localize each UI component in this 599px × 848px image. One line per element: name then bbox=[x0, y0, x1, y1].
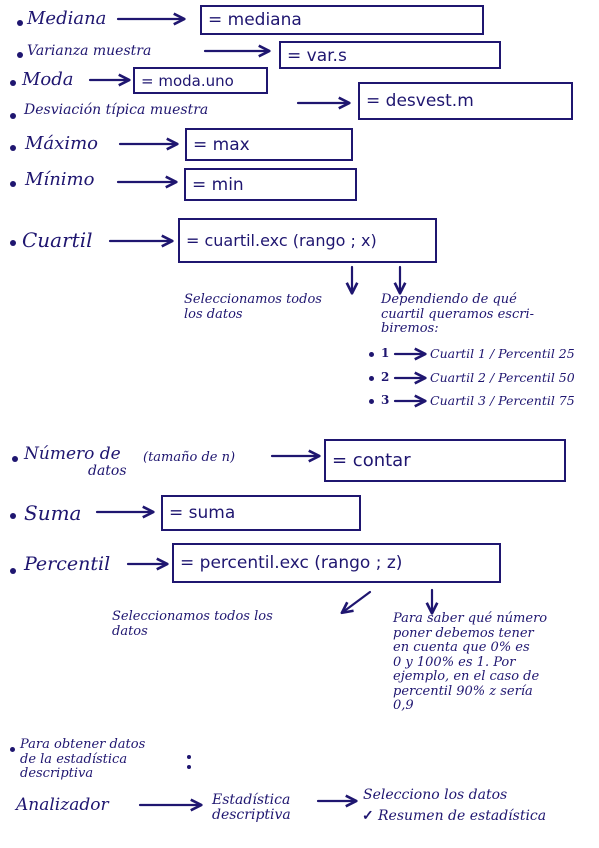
bullet-dot bbox=[12, 456, 18, 462]
formula-box-suma: = suma bbox=[161, 495, 361, 531]
footer-step2-line2: descriptiva bbox=[212, 807, 291, 823]
label-moda: Moda bbox=[22, 69, 74, 90]
label-cuartil: Cuartil bbox=[22, 228, 93, 252]
cuartil-note-right: Dependiendo de qué cuartil queramos escr… bbox=[381, 292, 591, 337]
percentil-note-left-line1: Seleccionamos todos los bbox=[112, 609, 273, 624]
percentil-note-left-line2: datos bbox=[112, 623, 148, 639]
cuartil-note-left: Seleccionamos todos los datos bbox=[184, 292, 374, 322]
footer-intro-line3: descriptiva bbox=[20, 766, 94, 781]
footer-intro: Para obtener datos de la estadística des… bbox=[20, 737, 210, 782]
label-mediana: Mediana bbox=[27, 8, 107, 29]
cuartil-note-right-line1: Dependiendo de qué bbox=[381, 292, 517, 307]
bullet-dot bbox=[10, 113, 16, 119]
formula-box-desviacion: = desvest.m bbox=[358, 82, 573, 120]
bullet-dot bbox=[10, 513, 16, 519]
label-minimo: Mínimo bbox=[25, 169, 95, 190]
label-desviacion: Desviación típica muestra bbox=[24, 102, 209, 118]
cuartil-note-left-line1: Seleccionamos todos bbox=[184, 292, 322, 307]
percentil-note-left: Seleccionamos todos los datos bbox=[112, 609, 342, 639]
label-suma: Suma bbox=[24, 501, 82, 525]
arrow-percentil-diag bbox=[343, 590, 372, 612]
footer-step-estadistica: Estadística descriptiva bbox=[212, 793, 322, 823]
bullet-dot bbox=[10, 145, 16, 151]
formula-box-numero: = contar bbox=[324, 439, 566, 482]
formula-box-varianza: = var.s bbox=[279, 41, 501, 69]
formula-box-minimo: = min bbox=[184, 168, 357, 201]
label-maximo: Máximo bbox=[25, 133, 98, 154]
formula-box-percentil: = percentil.exc (rango ; z) bbox=[172, 543, 501, 583]
footer-intro-line1: Para obtener datos bbox=[20, 737, 146, 752]
percentil-note-right-line7: 0,9 bbox=[393, 698, 414, 713]
percentil-note-right-line4: 0 y 100% es 1. Por bbox=[393, 654, 516, 670]
cuartil-note-right-line3: biremos: bbox=[381, 321, 439, 336]
formula-box-maximo: = max bbox=[185, 128, 353, 161]
bullet-dot bbox=[10, 568, 16, 574]
footer-intro-line2: de la estadística bbox=[20, 751, 128, 767]
percentil-note-right-line1: Para saber qué número bbox=[393, 611, 548, 626]
formula-box-mediana: = mediana bbox=[200, 5, 484, 35]
percentil-note-right-line6: percentil 90% z sería bbox=[393, 683, 533, 699]
cuartil-option-num-1: 1 bbox=[381, 346, 390, 360]
cuartil-option-text-3: Cuartil 3 / Percentil 75 bbox=[430, 393, 575, 408]
colon-dot bbox=[187, 755, 191, 759]
percentil-note-right-line5: ejemplo, en el caso de bbox=[393, 669, 540, 684]
label-numero-line1: Número de bbox=[24, 444, 121, 464]
footer-step-resumen: Resumen de estadística bbox=[378, 808, 547, 824]
cuartil-option-text-2: Cuartil 2 / Percentil 50 bbox=[430, 370, 575, 385]
bullet-dot bbox=[10, 181, 16, 187]
percentil-note-right-line3: en cuenta que 0% es bbox=[393, 640, 530, 655]
colon-dot bbox=[187, 765, 191, 769]
bullet-dot bbox=[10, 747, 15, 752]
formula-box-moda: = moda.uno bbox=[133, 67, 268, 94]
bullet-dot bbox=[17, 20, 23, 26]
label-numero-note: (tamaño de n) bbox=[143, 450, 236, 465]
bullet-dot bbox=[10, 80, 16, 86]
bullet-dot bbox=[369, 399, 374, 404]
cuartil-note-left-line2: los datos bbox=[184, 306, 243, 322]
percentil-note-right: Para saber qué número poner debemos tene… bbox=[393, 611, 593, 714]
bullet-dot bbox=[369, 352, 374, 357]
bullet-dot bbox=[17, 52, 23, 58]
footer-step-analizador: Analizador bbox=[16, 795, 109, 815]
bullet-dot bbox=[10, 240, 16, 246]
footer-step-selecciono: Selecciono los datos bbox=[363, 787, 508, 803]
percentil-note-right-line2: poner debemos tener bbox=[393, 625, 534, 641]
check-icon: ✓ bbox=[362, 808, 374, 824]
bullet-dot bbox=[369, 376, 374, 381]
cuartil-option-num-3: 3 bbox=[381, 393, 390, 407]
footer-step2-line1: Estadística bbox=[212, 792, 291, 808]
formula-box-cuartil: = cuartil.exc (rango ; x) bbox=[178, 218, 437, 263]
label-varianza: Varianza muestra bbox=[27, 43, 152, 59]
cuartil-note-right-line2: cuartil queramos escri- bbox=[381, 306, 535, 322]
cuartil-option-text-1: Cuartil 1 / Percentil 25 bbox=[430, 346, 575, 361]
label-percentil: Percentil bbox=[24, 553, 111, 575]
cuartil-option-num-2: 2 bbox=[381, 370, 390, 384]
label-numero-line2: datos bbox=[88, 463, 127, 479]
